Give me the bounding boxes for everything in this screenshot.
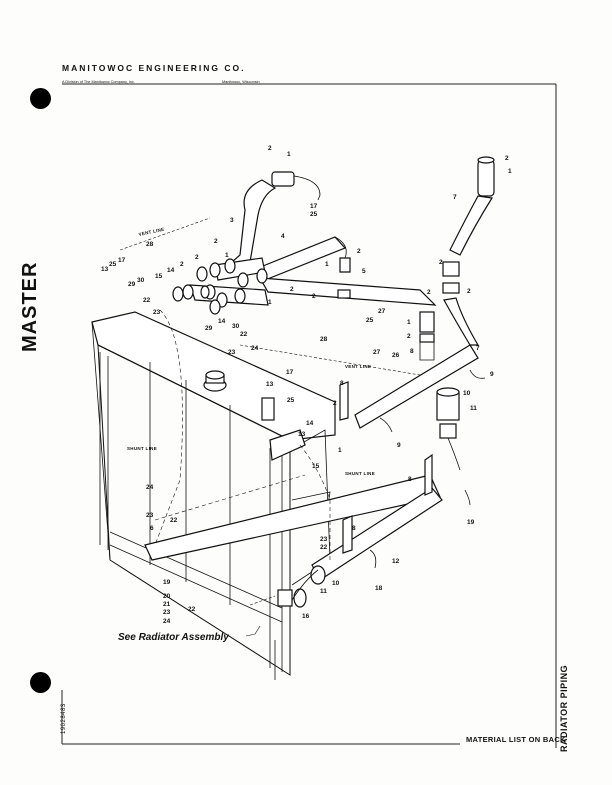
part-callout-16: 16	[302, 613, 310, 620]
part-callout-8: 8	[340, 380, 344, 387]
part-callout-21: 21	[163, 601, 171, 608]
part-callout-2: 2	[439, 259, 443, 266]
part-callout-26: 26	[392, 352, 400, 359]
part-callout-2: 2	[333, 400, 337, 407]
part-callout-13: 13	[101, 266, 109, 273]
part-callout-17: 17	[118, 257, 126, 264]
part-callout-15: 15	[155, 273, 163, 280]
binder-hole-bottom	[30, 672, 51, 693]
part-callout-3: 3	[230, 217, 234, 224]
reference-arrow	[245, 625, 261, 637]
part-callout-23: 23	[146, 512, 154, 519]
part-callout-2: 2	[427, 289, 431, 296]
vent-line-label-upper: VENT LINE	[138, 227, 165, 237]
part-callout-24: 24	[146, 484, 154, 491]
part-callout-15: 15	[312, 463, 320, 470]
lower-pipe	[144, 474, 443, 608]
part-callout-2: 2	[268, 145, 272, 152]
part-callout-13: 13	[266, 381, 274, 388]
part-callout-18: 18	[375, 585, 383, 592]
part-callout-8: 8	[410, 348, 414, 355]
right-hose-assembly	[337, 156, 495, 569]
part-callout-24: 24	[251, 345, 259, 352]
part-callout-5: 5	[362, 268, 366, 275]
part-callout-1: 1	[338, 447, 342, 454]
part-callout-4: 4	[281, 233, 285, 240]
part-callout-22: 22	[188, 606, 196, 613]
part-callout-2: 2	[505, 155, 509, 162]
part-callout-10: 10	[332, 580, 340, 587]
part-callout-28: 28	[320, 336, 328, 343]
footer-note: MATERIAL LIST ON BACK	[466, 735, 566, 744]
part-callout-23: 23	[163, 609, 171, 616]
part-callout-22: 22	[240, 331, 248, 338]
part-callout-22: 22	[320, 544, 328, 551]
part-callout-2: 2	[195, 254, 199, 261]
part-callout-2: 2	[312, 293, 316, 300]
part-callout-23: 23	[320, 536, 328, 543]
part-callout-25: 25	[366, 317, 374, 324]
shunt-vent-lines	[119, 217, 421, 606]
part-callout-1: 1	[325, 261, 329, 268]
part-callout-29: 29	[205, 325, 213, 332]
vent-line-label-lower: VENT LINE	[345, 364, 371, 369]
part-callout-14: 14	[167, 267, 175, 274]
radiator-assembly	[91, 311, 336, 680]
part-callout-27: 27	[373, 349, 381, 356]
part-callout-17: 17	[286, 369, 294, 376]
part-callout-9: 9	[490, 371, 494, 378]
see-radiator-assembly-note: See Radiator Assembly	[118, 632, 229, 643]
part-callout-1: 1	[407, 319, 411, 326]
part-callout-17: 17	[310, 203, 318, 210]
part-callout-2: 2	[407, 333, 411, 340]
part-callout-28: 28	[146, 241, 154, 248]
part-callout-22: 22	[143, 297, 151, 304]
part-callout-1: 1	[268, 299, 272, 306]
binder-hole-top	[30, 88, 51, 109]
part-callout-14: 14	[306, 420, 314, 427]
part-callout-14: 14	[218, 318, 226, 325]
part-callout-6: 6	[150, 525, 154, 532]
part-callout-7: 7	[453, 194, 457, 201]
part-callout-2: 2	[467, 288, 471, 295]
part-callout-24: 24	[163, 618, 171, 625]
part-callout-25: 25	[109, 261, 117, 268]
shunt-line-label-left: SHUNT LINE	[127, 446, 157, 451]
part-callout-11: 11	[470, 405, 477, 412]
location-text: Manitowoc, Wisconsin	[222, 80, 260, 84]
part-callout-12: 12	[392, 558, 400, 565]
part-callout-1: 1	[225, 252, 229, 259]
part-callout-2: 2	[357, 248, 361, 255]
part-callout-30: 30	[137, 277, 145, 284]
part-callout-8: 8	[352, 525, 356, 532]
part-callout-2: 2	[290, 286, 294, 293]
part-callout-1: 1	[287, 151, 291, 158]
part-callout-19: 19	[163, 579, 171, 586]
division-text: A Division of The Manitowoc Company, Inc…	[62, 80, 135, 84]
part-callout-2: 2	[214, 238, 218, 245]
part-callout-23: 23	[153, 309, 161, 316]
part-callout-23: 23	[228, 349, 236, 356]
part-callout-8: 8	[408, 476, 412, 483]
part-callout-20: 20	[163, 593, 171, 600]
part-callout-25: 25	[287, 397, 295, 404]
part-callout-22: 22	[170, 517, 178, 524]
part-callout-10: 10	[463, 390, 471, 397]
shunt-line-label-right: SHUNT LINE	[345, 471, 375, 476]
part-callout-19: 19	[467, 519, 475, 526]
upper-hoses	[172, 171, 437, 315]
part-callout-27: 27	[378, 308, 386, 315]
part-callout-9: 9	[397, 442, 401, 449]
part-callout-13: 13	[298, 431, 306, 438]
company-name: MANITOWOC ENGINEERING CO.	[62, 63, 246, 73]
part-callout-2: 2	[180, 261, 184, 268]
part-callout-7: 7	[476, 345, 480, 352]
part-callout-29: 29	[128, 281, 136, 288]
part-callout-1: 1	[508, 168, 512, 175]
part-callout-25: 25	[310, 211, 318, 218]
part-callout-30: 30	[232, 323, 240, 330]
part-callout-11: 11	[320, 588, 327, 595]
